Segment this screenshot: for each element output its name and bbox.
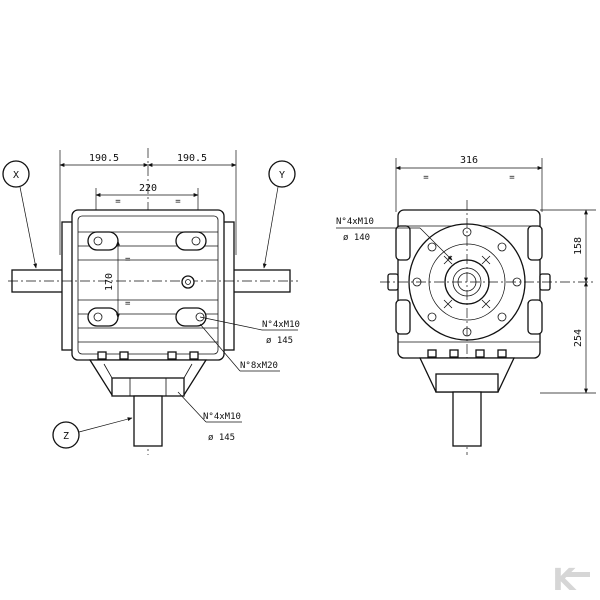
shaft-z [133, 395, 163, 447]
shaft-label-y-circle [268, 160, 296, 188]
shaft-label-y: Y [279, 170, 285, 181]
front-view: 190.5 190.5 220 = = [2, 148, 300, 455]
eq-mark-vbot: = [125, 299, 131, 309]
eq-mark-side-right: = [509, 173, 515, 183]
callout-top-dia: ø 145 [266, 336, 293, 346]
shaft-label-x: X [13, 170, 19, 181]
eq-mark-left: = [115, 197, 121, 207]
callout-mount: N°8xM20 [240, 361, 278, 371]
brand-logo-letter: K [552, 563, 577, 598]
callout-top-bolts: N°4xM10 [262, 320, 300, 330]
callout-bottom-dia: ø 145 [208, 433, 235, 443]
dim-text-upper: 158 [573, 237, 584, 255]
eq-mark-right: = [175, 197, 181, 207]
callout-bottom-bolts: N°4xM10 [203, 412, 241, 422]
shaft-label-z: Z [63, 431, 69, 442]
callout-side-dia: ø 140 [343, 233, 370, 243]
dim-text-lower: 254 [573, 329, 584, 347]
dim-text-vertical: 170 [104, 273, 115, 291]
dim-text-right: 190.5 [177, 153, 207, 164]
brand-logo: K [552, 563, 590, 598]
callout-side-bolts: N°4xM10 [336, 217, 374, 227]
shaft-label-z-circle [52, 421, 80, 449]
eq-mark-side-left: = [423, 173, 429, 183]
dim-text-left: 190.5 [89, 153, 119, 164]
side-shaft [452, 391, 482, 447]
dim-text-width: 316 [460, 155, 478, 166]
eq-mark-vtop: = [125, 255, 131, 265]
side-view: 316 = = [336, 155, 596, 455]
shaft-label-x-circle [2, 160, 30, 188]
